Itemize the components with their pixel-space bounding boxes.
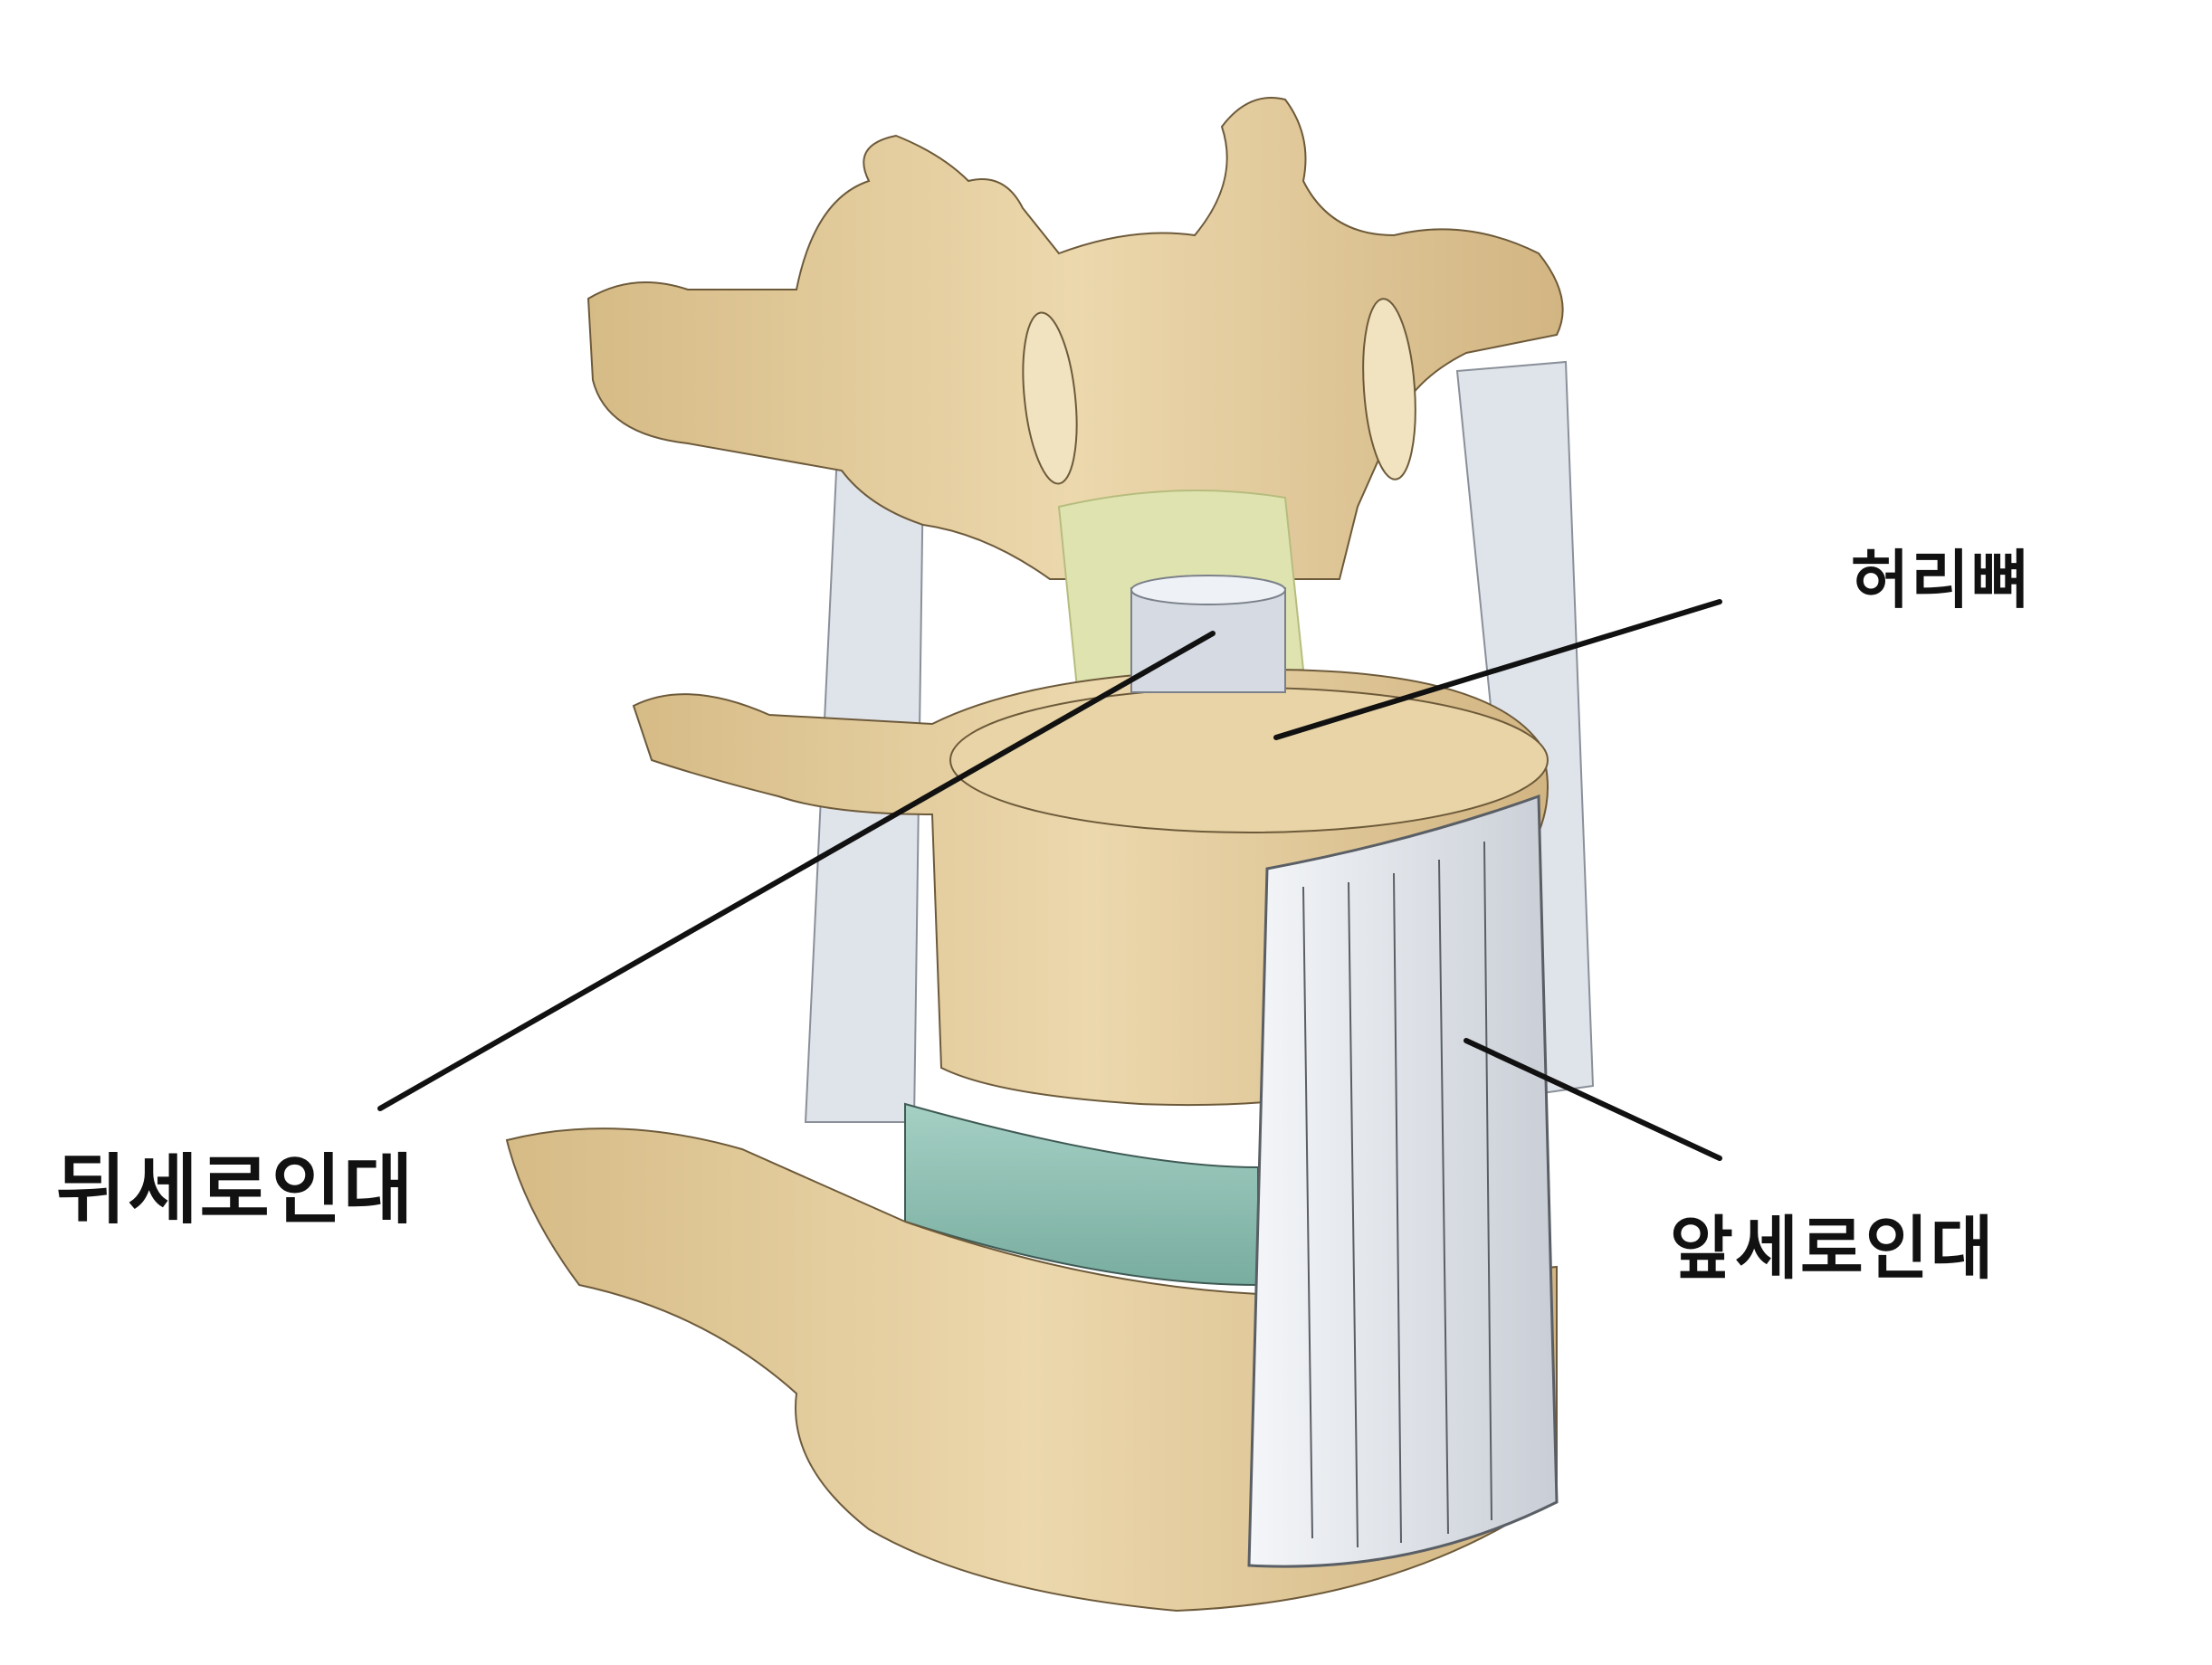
leader-line-vertebra <box>1273 599 1722 740</box>
leader-line-anterior <box>1464 1038 1722 1161</box>
label-posterior-longitudinal-ligament: 뒤세로인대 <box>56 1146 415 1234</box>
posterior-ligament-segment <box>1130 575 1286 693</box>
upper-vertebral-arch <box>586 97 1564 580</box>
label-anterior-longitudinal-ligament: 앞세로인대 <box>1670 1208 1996 1289</box>
leader-line-posterior <box>377 631 1216 1111</box>
label-vertebra: 허리뼈 <box>1851 543 2032 617</box>
leader-lines <box>377 599 1722 1161</box>
anterior-ligament-sheet <box>1247 794 1559 1568</box>
